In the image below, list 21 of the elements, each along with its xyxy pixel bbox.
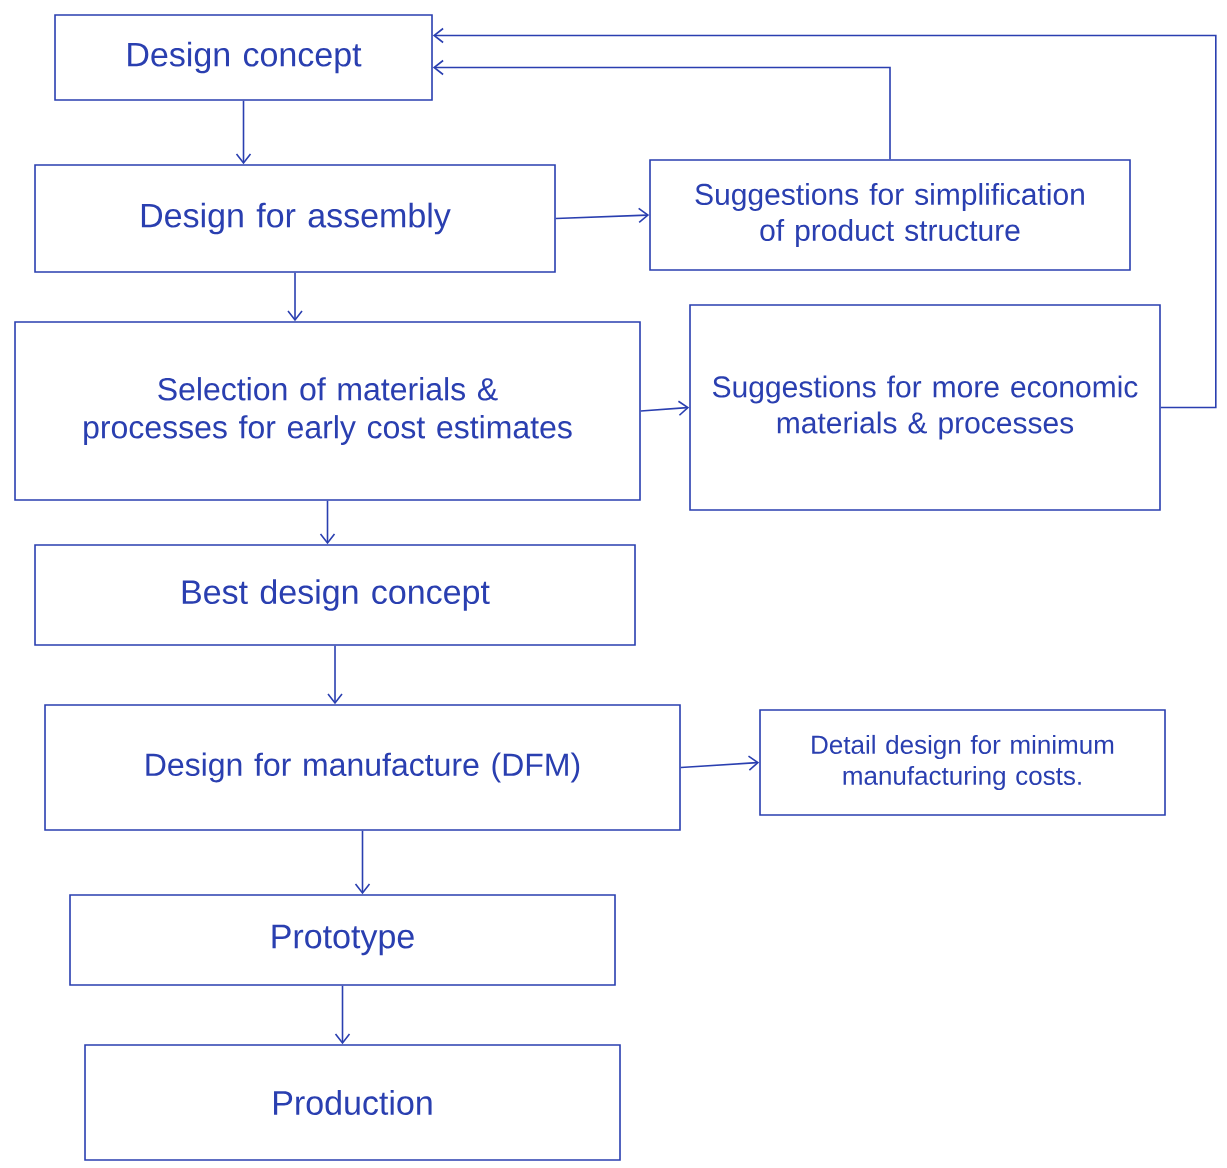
process-box: Best design concept (34, 544, 636, 646)
arrow (432, 59, 891, 160)
process-box: Design for manufacture (DFM) (44, 704, 681, 831)
arrow (354, 830, 371, 895)
process-box: Selection of materials & processes for early cost estimates (14, 321, 641, 501)
arrow (640, 400, 690, 417)
arrow (432, 27, 1217, 409)
arrow (680, 755, 760, 771)
arrow (319, 500, 336, 545)
arrow (235, 100, 252, 165)
process-box: Design concept (54, 14, 433, 101)
arrow (287, 272, 303, 322)
arrow (555, 207, 650, 224)
process-box: Detail design for minimum manufacturing costs. (759, 709, 1166, 816)
arrow (327, 645, 343, 705)
process-box: Design for assembly (34, 164, 556, 273)
process-box: Suggestions for more economic materials & processes (689, 304, 1161, 511)
arrow (334, 985, 351, 1045)
process-box: Suggestions for simplification of product structure (649, 159, 1131, 271)
process-box: Prototype (69, 894, 616, 986)
process-box: Production (84, 1044, 621, 1161)
